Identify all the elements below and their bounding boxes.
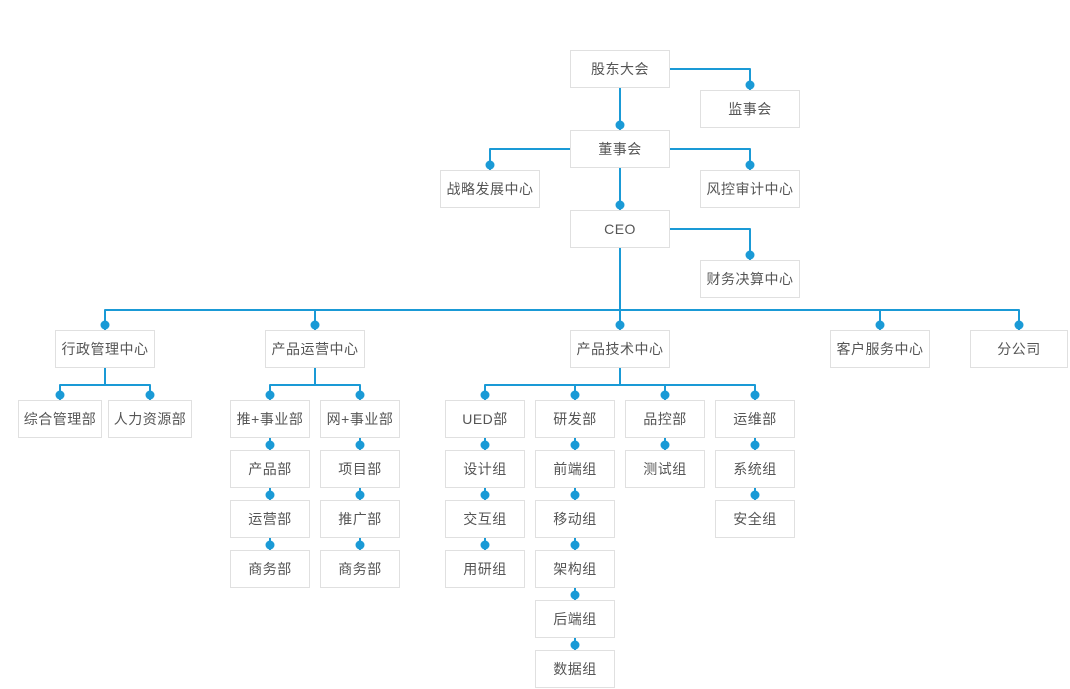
connector-dot (750, 440, 760, 450)
org-node-ued: UED部 (445, 400, 525, 438)
connector-line (619, 248, 1020, 330)
org-node-hr: 人力资源部 (108, 400, 192, 438)
connector-dot (745, 80, 755, 90)
org-node-board: 董事会 (570, 130, 670, 168)
org-node-finance: 财务决算中心 (700, 260, 800, 298)
connector-dot (480, 440, 490, 450)
org-node-data_group: 数据组 (535, 650, 615, 688)
connector-dot (355, 390, 365, 400)
org-node-ops: 运维部 (715, 400, 795, 438)
connector-line (670, 228, 751, 260)
org-node-branch: 分公司 (970, 330, 1068, 368)
connector-dot (750, 390, 760, 400)
org-node-ceo: CEO (570, 210, 670, 248)
org-node-product: 产品部 (230, 450, 310, 488)
connector-dot (100, 320, 110, 330)
connector-dot (660, 440, 670, 450)
connector-dot (265, 540, 275, 550)
connector-dot (745, 250, 755, 260)
org-node-interaction: 交互组 (445, 500, 525, 538)
connector-dot (310, 320, 320, 330)
connector-dot (745, 160, 755, 170)
connector-dot (570, 440, 580, 450)
connector-dot (265, 490, 275, 500)
connector-dot (570, 390, 580, 400)
org-node-mobile: 移动组 (535, 500, 615, 538)
org-node-risk: 风控审计中心 (700, 170, 800, 208)
org-node-shareholders: 股东大会 (570, 50, 670, 88)
org-node-business2: 商务部 (320, 550, 400, 588)
org-node-qc: 品控部 (625, 400, 705, 438)
connector-dot (355, 440, 365, 450)
connector-dot (145, 390, 155, 400)
connector-dot (615, 200, 625, 210)
org-node-tui: 推+事业部 (230, 400, 310, 438)
connector-dot (480, 540, 490, 550)
connector-dot (615, 120, 625, 130)
connector-dot (55, 390, 65, 400)
connector-dot (615, 320, 625, 330)
connector-dot (265, 390, 275, 400)
org-node-technology: 产品技术中心 (570, 330, 670, 368)
connector-dot (875, 320, 885, 330)
org-node-frontend: 前端组 (535, 450, 615, 488)
connector-dot (750, 490, 760, 500)
org-node-general: 综合管理部 (18, 400, 102, 438)
org-node-promotion: 推广部 (320, 500, 400, 538)
org-node-testing: 测试组 (625, 450, 705, 488)
org-node-backend: 后端组 (535, 600, 615, 638)
connector-dot (480, 490, 490, 500)
connector-dot (660, 390, 670, 400)
org-node-service: 客户服务中心 (830, 330, 930, 368)
org-node-system: 系统组 (715, 450, 795, 488)
org-node-architecture: 架构组 (535, 550, 615, 588)
org-node-security: 安全组 (715, 500, 795, 538)
org-node-project: 项目部 (320, 450, 400, 488)
org-node-design: 设计组 (445, 450, 525, 488)
connector-dot (570, 540, 580, 550)
connector-dot (570, 640, 580, 650)
org-node-operations: 产品运营中心 (265, 330, 365, 368)
connector-dot (570, 590, 580, 600)
org-node-supervisory: 监事会 (700, 90, 800, 128)
connector-dot (485, 160, 495, 170)
org-node-wang: 网+事业部 (320, 400, 400, 438)
connector-dot (570, 490, 580, 500)
connector-dot (355, 490, 365, 500)
connector-dot (355, 540, 365, 550)
connector-dot (1014, 320, 1024, 330)
org-node-research: 用研组 (445, 550, 525, 588)
connector-dot (265, 440, 275, 450)
org-node-rd: 研发部 (535, 400, 615, 438)
org-node-strategy: 战略发展中心 (440, 170, 540, 208)
connector-dot (480, 390, 490, 400)
org-node-business1: 商务部 (230, 550, 310, 588)
org-node-admin: 行政管理中心 (55, 330, 155, 368)
org-node-operate: 运营部 (230, 500, 310, 538)
